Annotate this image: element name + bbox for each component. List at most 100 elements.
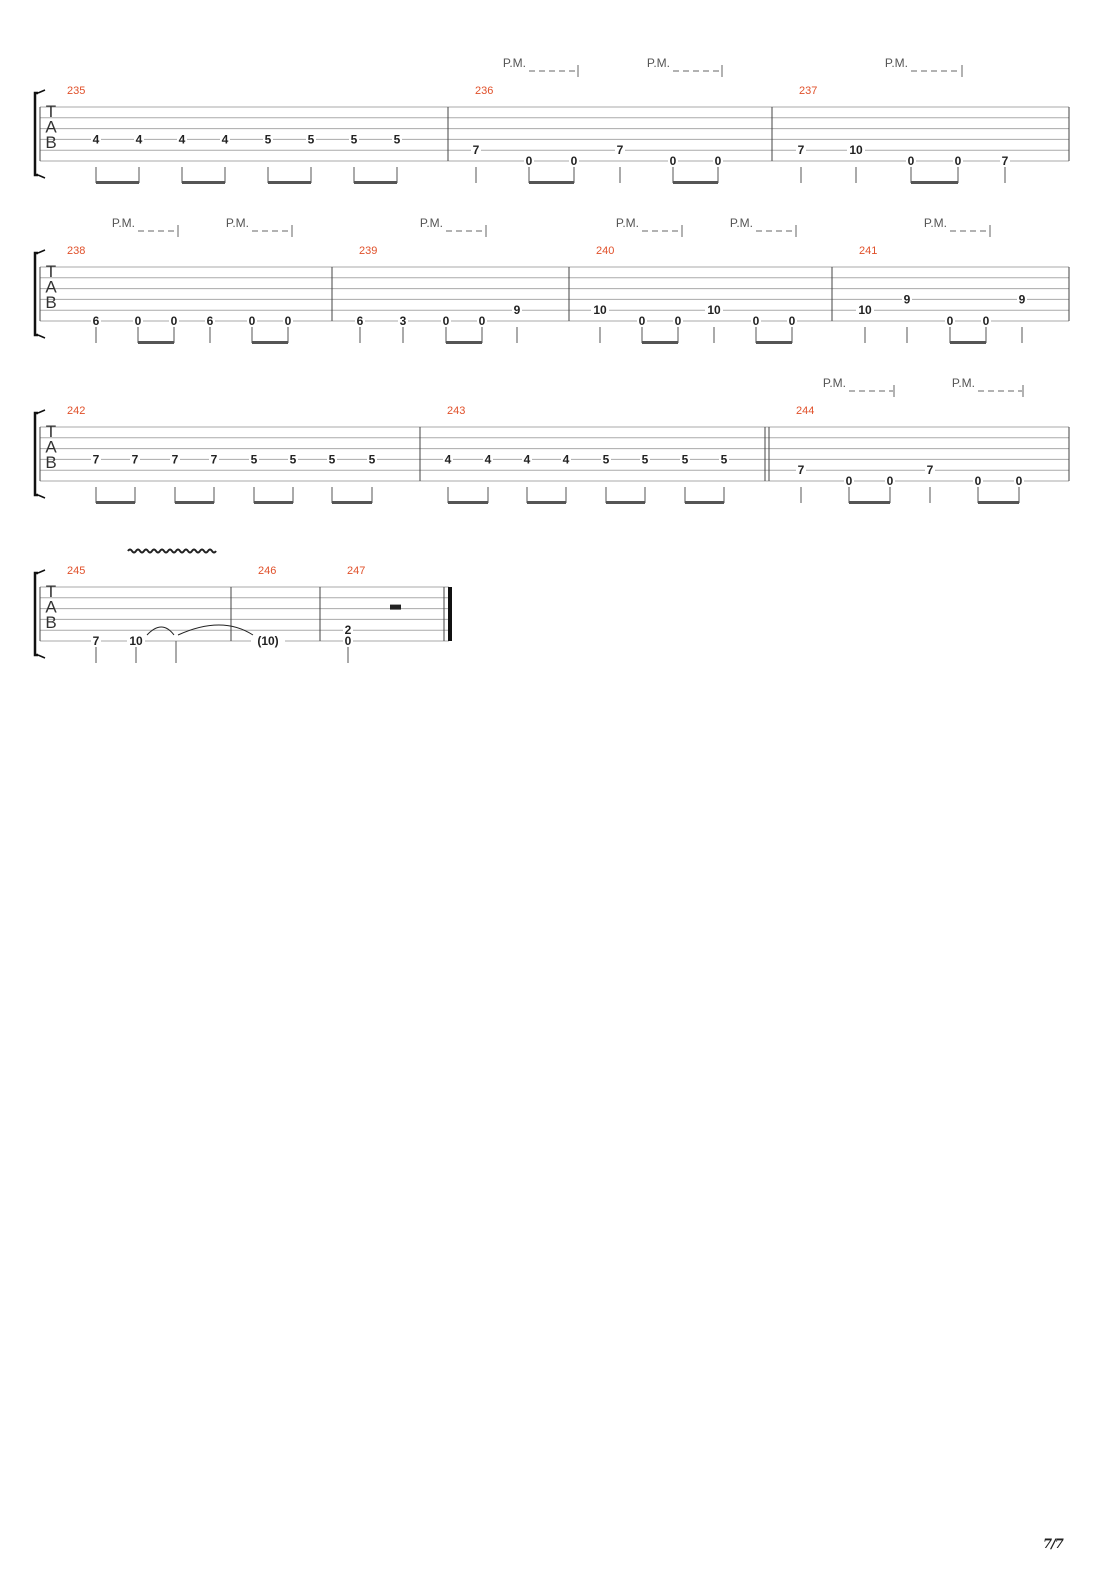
palm-mute-label: P.M. (730, 216, 753, 230)
tab-clef-letter: B (45, 133, 56, 152)
fret-number: 5 (369, 452, 376, 466)
fret-bg (134, 133, 144, 146)
fret-number: 6 (207, 314, 214, 328)
beam (252, 341, 288, 344)
fret-number: 4 (445, 452, 452, 466)
fret-number: 0 (675, 314, 682, 328)
system-bracket (37, 174, 46, 179)
fret-bg (283, 315, 293, 327)
fret-number: 4 (179, 132, 186, 146)
fret-number: 0 (571, 154, 578, 168)
fret-number: 7 (172, 452, 179, 466)
fret-bg (713, 155, 723, 167)
fret-number: 4 (563, 452, 570, 466)
measure-number: 236 (475, 85, 493, 97)
measure-number: 241 (859, 245, 877, 257)
tab-clef-letter: A (45, 438, 57, 457)
fret-bg (925, 464, 935, 477)
measure-number: 237 (799, 85, 817, 97)
beam (354, 181, 397, 184)
fret-bg (251, 635, 285, 647)
beam (527, 501, 566, 504)
fret-bg (247, 315, 257, 327)
tab-clef-letter: B (45, 453, 56, 472)
fret-bg (591, 304, 609, 317)
system-bracket (37, 654, 46, 659)
palm-mute-label: P.M. (952, 376, 975, 390)
fret-bg (177, 133, 187, 146)
fret-number: 0 (983, 314, 990, 328)
fret-number: 5 (329, 452, 336, 466)
beam (642, 341, 678, 344)
fret-number: 5 (642, 452, 649, 466)
fret-number: 5 (308, 132, 315, 146)
fret-number: 0 (789, 314, 796, 328)
fret-bg (751, 315, 761, 327)
fret-number: 4 (524, 452, 531, 466)
fret-bg (263, 133, 273, 146)
palm-mute-label: P.M. (616, 216, 639, 230)
beam (96, 181, 139, 184)
fret-bg (615, 144, 625, 157)
fret-bg (902, 293, 912, 306)
measure-number: 245 (67, 565, 85, 577)
fret-number: 9 (904, 292, 911, 306)
fret-number: 5 (251, 452, 258, 466)
fret-number: 5 (290, 452, 297, 466)
fret-bg (847, 144, 865, 157)
fret-bg (512, 304, 522, 317)
fret-bg (637, 315, 647, 327)
beam (950, 341, 986, 344)
fret-bg (856, 304, 874, 317)
half-rest (390, 604, 401, 610)
fret-number: 0 (846, 474, 853, 488)
system-bracket (33, 251, 38, 337)
fret-bg (522, 453, 532, 466)
fret-number: 7 (617, 143, 624, 157)
beam (529, 181, 574, 184)
fret-number: 5 (682, 452, 689, 466)
palm-mute-label: P.M. (885, 56, 908, 70)
fret-bg (569, 155, 579, 167)
fret-number: 4 (93, 132, 100, 146)
beam (448, 501, 488, 504)
vibrato-mark (127, 548, 217, 554)
system-bracket (37, 89, 46, 94)
fret-bg (1000, 155, 1010, 167)
system-bracket (37, 569, 46, 574)
fret-bg (441, 315, 451, 327)
fret-bg (205, 315, 215, 327)
fret-number: (10) (257, 634, 278, 648)
fret-bg (885, 475, 895, 487)
system-bracket (37, 334, 46, 339)
fret-bg (249, 453, 259, 466)
fret-number: 7 (132, 452, 139, 466)
beam (175, 501, 214, 504)
fret-bg (981, 315, 991, 327)
fret-bg (343, 635, 353, 647)
beam (268, 181, 311, 184)
page-number: 7/7 (1043, 1537, 1064, 1552)
beam (446, 341, 482, 344)
system-bracket (37, 494, 46, 499)
fret-number: 7 (927, 463, 934, 477)
tab-clef-letter: T (46, 102, 56, 121)
fret-bg (471, 144, 481, 157)
fret-bg (945, 315, 955, 327)
tab-clef-letter: T (46, 582, 56, 601)
fret-bg (91, 133, 101, 146)
fret-bg (170, 453, 180, 466)
tab-clef-letter: T (46, 262, 56, 281)
final-barline-thick (448, 587, 452, 641)
fret-number: 0 (908, 154, 915, 168)
measure-number: 244 (796, 405, 814, 417)
fret-number: 0 (975, 474, 982, 488)
beam (96, 501, 135, 504)
beam (182, 181, 225, 184)
fret-bg (443, 453, 453, 466)
fret-bg (906, 155, 916, 167)
system-bracket (33, 411, 38, 497)
fret-number: 7 (798, 463, 805, 477)
